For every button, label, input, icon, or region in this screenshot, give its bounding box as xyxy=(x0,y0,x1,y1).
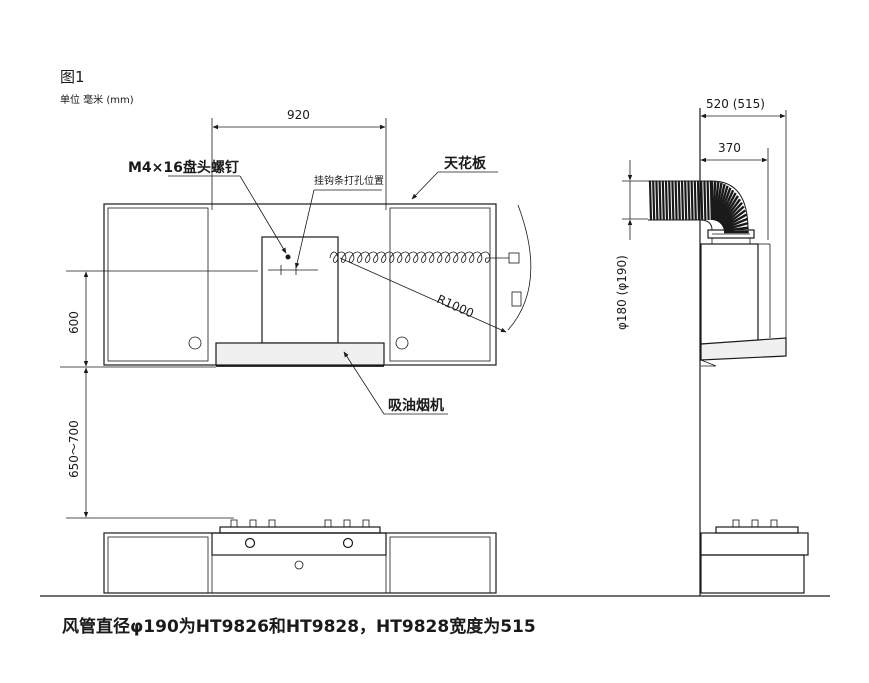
duct-rib xyxy=(661,180,665,221)
front-view: R1000 920 M4×16盘头螺钉 挂钩条打孔位置 天花板 吸油烟机 600… xyxy=(60,108,532,594)
duct-rib xyxy=(713,182,723,221)
side-counter xyxy=(700,532,809,556)
right-door-knob-icon xyxy=(395,336,409,350)
cooktop xyxy=(219,526,381,534)
duct-rib xyxy=(720,201,743,226)
duct-rib xyxy=(664,180,669,221)
left-door-knob-icon xyxy=(188,336,202,350)
duct-rib xyxy=(655,180,659,221)
base-cabinet xyxy=(103,532,497,594)
duct-rib xyxy=(671,180,675,221)
stove-panel xyxy=(211,532,387,556)
screw-callout: M4×16盘头螺钉 xyxy=(128,159,239,176)
duct-rib xyxy=(723,221,749,232)
duct-rib xyxy=(703,180,707,221)
duct-rib xyxy=(687,180,691,221)
duct-rib xyxy=(690,180,694,221)
duct-rib xyxy=(718,192,737,224)
cabinet-height-label: 600 xyxy=(67,311,81,334)
side-cooktop xyxy=(715,526,799,534)
duct-rib xyxy=(652,180,656,221)
ceiling-callout: 天花板 xyxy=(444,155,487,172)
hood-callout: 吸油烟机 xyxy=(388,397,444,414)
width-dimension-label: 920 xyxy=(287,108,310,122)
side-base-cabinet xyxy=(700,554,805,594)
duct-diameter-label: φ180 (φ190) xyxy=(615,255,629,330)
stove-knob-right-icon xyxy=(342,537,354,549)
socket-icon xyxy=(508,252,520,264)
footnote-caption: 风管直径φ190为HT9826和HT9828，HT9828宽度为515 xyxy=(62,616,536,637)
duct-rib xyxy=(706,180,710,221)
duct-rib xyxy=(677,180,681,221)
socket-icon-2 xyxy=(511,291,522,307)
depth-dimension-label: 520 (515) xyxy=(706,97,765,111)
duct-rib xyxy=(658,180,662,221)
base-left-door xyxy=(107,536,209,594)
duct-rib xyxy=(716,187,732,223)
duct-rib xyxy=(714,183,726,221)
hood-side-canopy xyxy=(700,337,787,361)
duct-rib xyxy=(684,180,688,221)
duct-rib xyxy=(723,217,748,230)
power-cable-coil xyxy=(329,251,491,263)
install-height-label: 650～700 xyxy=(67,420,81,478)
duct-rib xyxy=(722,209,746,228)
upper-cabinet xyxy=(103,203,497,366)
duct-rib xyxy=(693,180,697,221)
duct-rib xyxy=(696,180,701,221)
base-right-door xyxy=(389,536,491,594)
duct-rib xyxy=(711,181,717,221)
duct-rib xyxy=(719,195,739,225)
duct-rib xyxy=(674,180,678,221)
hood-body xyxy=(215,342,385,366)
duct-rib xyxy=(721,205,745,227)
screw-point-icon xyxy=(285,254,291,260)
flexible-duct xyxy=(648,180,749,234)
duct-rib xyxy=(712,181,720,221)
left-cabinet-door xyxy=(107,207,209,362)
swing-arc xyxy=(507,204,532,331)
hook-callout: 挂钩条打孔位置 xyxy=(314,174,384,187)
duct-rib xyxy=(648,180,653,221)
duct-rib xyxy=(668,180,672,221)
duct-rib xyxy=(680,180,685,221)
duct-rib xyxy=(717,189,735,223)
duct-rib xyxy=(715,185,729,222)
hood-side-body xyxy=(700,243,759,345)
duct-offset-label: 370 xyxy=(718,141,741,155)
side-view: 520 (515) 370 φ180 (φ190) xyxy=(615,97,809,596)
duct-rib xyxy=(720,198,742,226)
duct-rib xyxy=(722,213,748,229)
stove-knob-left-icon xyxy=(244,537,256,549)
unit-label: 单位 毫米 (mm) xyxy=(60,93,134,106)
hood-chimney xyxy=(261,236,339,344)
right-cabinet-door xyxy=(389,207,491,362)
figure-label: 图1 xyxy=(60,68,85,86)
oven-knob-icon xyxy=(294,560,304,570)
radius-label: R1000 xyxy=(435,292,476,321)
duct-rib xyxy=(700,180,704,221)
